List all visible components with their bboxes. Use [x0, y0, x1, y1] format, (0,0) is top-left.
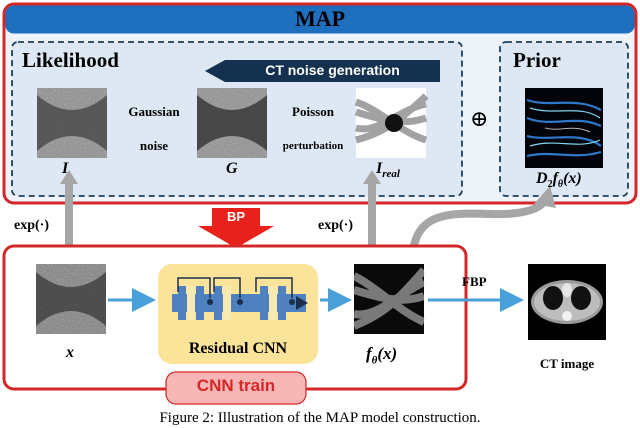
arrow-up-right [363, 170, 381, 264]
perturbation-label: perturbation [282, 140, 344, 152]
image-I [37, 88, 107, 158]
residual-cnn-label: Residual CNN [188, 340, 288, 357]
map-title: MAP [294, 6, 346, 31]
cnn-train-label: CNN train [196, 376, 276, 395]
label-G: G [226, 160, 238, 177]
bp-arrow [198, 208, 274, 248]
likelihood-title: Likelihood [22, 48, 119, 72]
image-I-real [354, 88, 429, 158]
arrow-up-left [60, 170, 78, 264]
cnn-train-pill [165, 371, 307, 405]
label-prior-formula: D2fθ(x) [536, 170, 582, 191]
poisson-label: Poisson [292, 104, 334, 119]
prior-title: Prior [513, 48, 561, 72]
image-prior [525, 88, 603, 168]
exp-right-label: exp(·) [318, 218, 353, 233]
residual-cnn-blocks [172, 277, 308, 320]
label-f-theta: fθ(x) [366, 344, 398, 367]
figure-caption: Figure 2: Illustration of the MAP model … [159, 410, 481, 426]
exp-left-label: exp(·) [14, 218, 49, 233]
map-header-bar [5, 5, 635, 34]
image-ct [528, 264, 606, 340]
noise-banner-arrow [205, 60, 440, 82]
ct-image-label: CT image [539, 356, 595, 371]
label-I-real: Ireal [376, 160, 400, 181]
fbp-label: FBP [462, 274, 487, 289]
image-x [36, 264, 106, 334]
arrow-curve-to-prior [408, 186, 556, 267]
label-I: I [62, 160, 69, 177]
label-x: x [66, 344, 74, 361]
noise-label: noise [139, 138, 169, 153]
image-f-theta [352, 264, 428, 334]
oplus-symbol: ⊕ [470, 106, 489, 131]
image-G [197, 88, 267, 158]
bp-label: BP [226, 209, 246, 224]
noise-banner-label: CT noise generation [265, 62, 400, 78]
gaussian-label: Gaussian [128, 104, 180, 119]
